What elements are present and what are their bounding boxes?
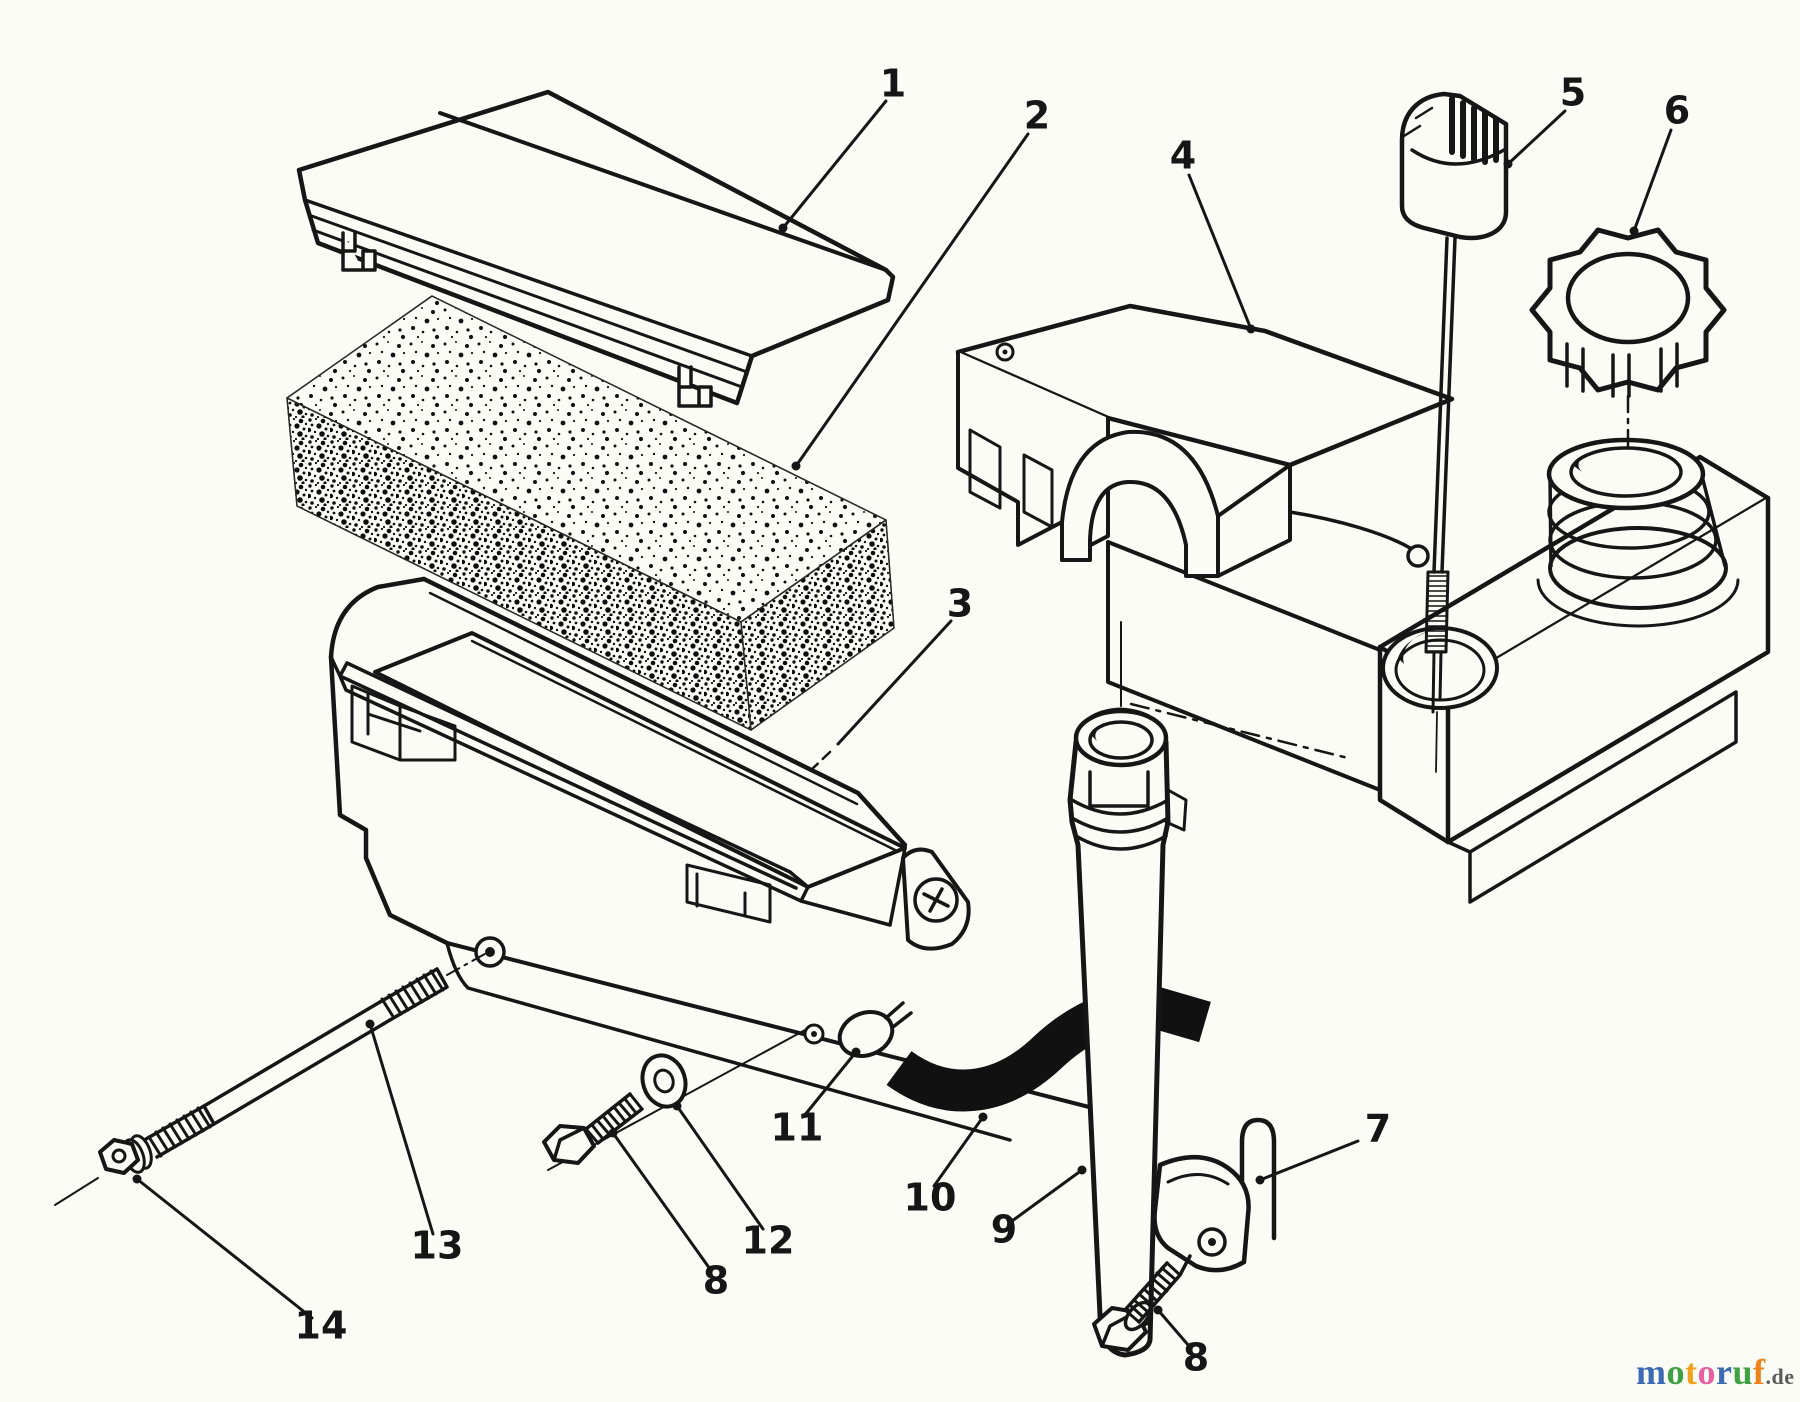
svg-text:12: 12: [742, 1219, 795, 1263]
svg-text:5: 5: [1560, 71, 1586, 115]
callout-screw-front: 8: [608, 1128, 729, 1303]
callout-dipstick: 5: [1503, 71, 1586, 169]
svg-text:9: 9: [991, 1208, 1017, 1252]
callout-air-cleaner-cover: 1: [778, 62, 906, 233]
svg-text:8: 8: [703, 1259, 729, 1303]
part-screw-front: [542, 1092, 644, 1165]
svg-text:3: 3: [947, 582, 973, 626]
part-flange-nut: [98, 1134, 153, 1175]
callout-air-cleaner-body: 3: [836, 582, 973, 746]
part-filter-element: [286, 295, 895, 731]
part-screw-lower: [1092, 1254, 1192, 1352]
svg-text:1: 1: [880, 62, 906, 106]
callout-hose: 10: [904, 1112, 988, 1220]
svg-text:14: 14: [295, 1304, 348, 1348]
callout-fuel-cap: 6: [1629, 89, 1690, 236]
callout-flange-nut: 14: [132, 1174, 348, 1348]
callout-support-bracket: 7: [1255, 1107, 1391, 1185]
part-tank-bracket: [955, 303, 1455, 578]
svg-text:6: 6: [1664, 89, 1690, 133]
motoruf-logo[interactable]: motoruf.de: [1636, 1352, 1795, 1392]
part-hose-clamp: [837, 1001, 913, 1058]
part-air-cleaner-body: [328, 576, 1095, 1171]
callout-tank-bracket: 4: [1170, 134, 1256, 334]
svg-text:4: 4: [1170, 134, 1196, 178]
callout-fill-tube: 9: [991, 1165, 1087, 1252]
svg-text:13: 13: [411, 1224, 464, 1268]
part-fuel-cap: [1529, 227, 1727, 398]
part-dipstick: [1399, 91, 1509, 773]
callout-washer: 12: [672, 1101, 795, 1263]
callout-long-bolt: 13: [365, 1019, 464, 1268]
callout-hose-clamp: 11: [771, 1047, 861, 1150]
callout-screw-lower: 8: [1153, 1305, 1209, 1380]
part-support-bracket: [1152, 1117, 1277, 1273]
svg-text:2: 2: [1024, 94, 1050, 138]
svg-text:11: 11: [771, 1106, 824, 1150]
part-long-bolt: [54, 949, 493, 1206]
svg-text:10: 10: [904, 1176, 957, 1220]
part-washer: [640, 1053, 688, 1109]
svg-text:7: 7: [1365, 1107, 1391, 1151]
part-air-cleaner-cover: [296, 89, 896, 408]
svg-text:8: 8: [1183, 1336, 1209, 1380]
callout-filter-element: 2: [791, 94, 1050, 471]
